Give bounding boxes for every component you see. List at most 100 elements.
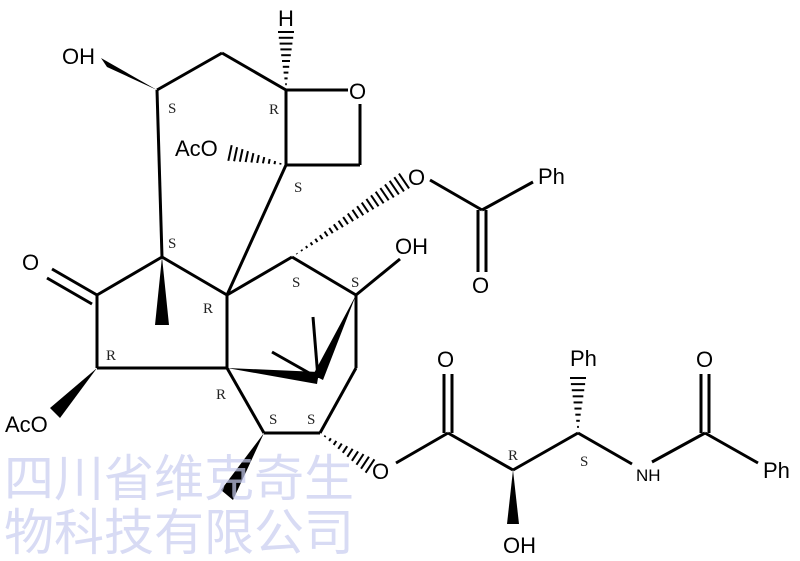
hash-line [305, 245, 309, 249]
bond [155, 89, 164, 258]
bond [96, 255, 163, 297]
stereo-labels: S R S S R S S R R S S R S [106, 101, 588, 470]
stereo-label: S [168, 101, 176, 117]
hash-line [374, 191, 385, 204]
bond [225, 164, 288, 296]
wedge-bond [507, 470, 519, 524]
hash-line [398, 172, 410, 190]
atom-label: O [408, 165, 425, 190]
hash-line [379, 187, 390, 201]
hash-line [360, 456, 370, 470]
atom-label: NH [636, 466, 661, 485]
stereo-label: R [269, 102, 279, 118]
wedge-bond [155, 257, 169, 325]
atom-label: Ph [538, 164, 565, 189]
hash-line [356, 205, 365, 216]
atom-label: O [437, 347, 454, 372]
hash-line [346, 212, 354, 222]
wedge-bonds [50, 58, 519, 524]
hash-line [256, 154, 260, 164]
atom-label: AcO [175, 136, 218, 161]
hash-line [393, 176, 405, 192]
bond [156, 51, 223, 92]
wedge-bond [50, 368, 97, 418]
atom-label: O [372, 459, 389, 484]
hash-line [323, 231, 329, 237]
hash-line [365, 198, 375, 210]
hash-line [337, 442, 343, 450]
hash-line [346, 448, 354, 458]
bond [161, 255, 228, 297]
stereo-label: R [216, 387, 226, 403]
bond [51, 267, 98, 297]
bond [481, 180, 534, 212]
hash-line [388, 180, 400, 195]
wedge-bond [227, 368, 319, 384]
atom-label: H [278, 6, 294, 31]
hash-line [351, 209, 359, 219]
hash-line [227, 144, 233, 162]
atom-label: AcO [5, 412, 48, 437]
hash-line [261, 156, 266, 164]
stereo-label: S [580, 454, 588, 470]
atom-label: OH [62, 44, 95, 69]
hash-line [300, 249, 304, 252]
stereo-label: S [168, 236, 176, 252]
bond [651, 431, 706, 464]
stereo-label: R [203, 301, 213, 317]
bond [226, 255, 293, 297]
atom-label: O [696, 347, 713, 372]
bond [395, 431, 449, 465]
wedge-bond [101, 58, 157, 90]
atom-label: Ph [570, 346, 597, 371]
stereo-label: R [508, 448, 518, 464]
hash-line [273, 160, 277, 165]
hashed-bonds [227, 31, 586, 474]
hash-line [328, 437, 332, 442]
hash-line [355, 453, 365, 466]
hash-line [342, 216, 349, 225]
bond [221, 51, 287, 92]
hash-line [233, 146, 239, 162]
hash-line [309, 241, 314, 246]
stereo-label: S [351, 275, 359, 291]
stereo-label: S [269, 412, 277, 428]
bond [429, 178, 483, 212]
hash-line [333, 223, 339, 231]
hash-line [351, 450, 359, 462]
hash-line [319, 234, 324, 240]
atom-label: OH [395, 234, 428, 259]
hash-line [244, 150, 249, 163]
hash-line [370, 194, 380, 207]
stereo-label: S [294, 180, 302, 196]
stereo-label: R [106, 348, 116, 364]
hash-line [384, 183, 395, 198]
hash-line [360, 202, 370, 213]
hash-line [238, 148, 244, 162]
stereo-label: S [292, 275, 300, 291]
bond [46, 276, 93, 306]
bond [225, 367, 266, 434]
atom-label: O [349, 79, 366, 104]
hash-line [341, 445, 349, 454]
atom-labels: OH H O AcO O AcO O Ph O OH O O OH Ph NH … [5, 6, 790, 558]
wedge-bond [313, 295, 356, 380]
hash-line [250, 152, 255, 163]
watermark: 四川省维克奇生物科技有限公司 [4, 450, 354, 561]
stereo-label: S [307, 412, 315, 428]
hash-line [314, 238, 319, 243]
bond [577, 431, 633, 466]
hash-line [267, 158, 271, 164]
hash-line [337, 220, 344, 228]
bond [512, 431, 579, 472]
hash-line [328, 227, 334, 234]
wedge-bond [221, 433, 264, 500]
atom-label: Ph [763, 458, 790, 483]
atom-label: OH [503, 533, 536, 558]
hash-line [323, 435, 327, 438]
hash-line [332, 440, 338, 446]
bond [355, 257, 401, 297]
bond [318, 367, 358, 434]
